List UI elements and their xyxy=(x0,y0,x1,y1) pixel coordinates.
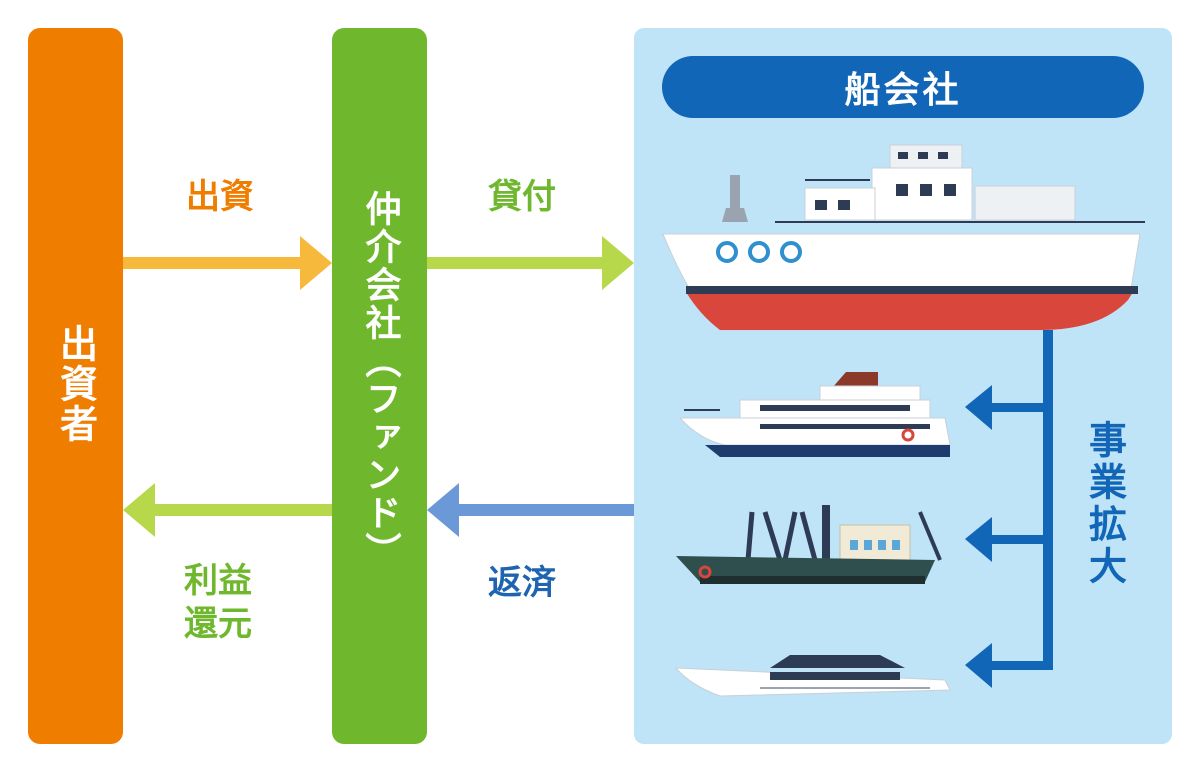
loan-label: 貸付 xyxy=(488,177,556,217)
crane-vessel-icon xyxy=(676,505,942,584)
investment-label: 出資 xyxy=(186,177,254,217)
investor-label: 出資者 xyxy=(53,324,98,444)
investor-column: 出資者 xyxy=(28,28,123,744)
shipping-company-title: 船会社 xyxy=(662,56,1144,118)
loan-arrow xyxy=(427,236,634,290)
fund-label: 仲介会社（ファンド） xyxy=(359,190,401,570)
repayment-arrow xyxy=(427,483,634,537)
repayment-label: 返済 xyxy=(488,563,556,603)
cruise-ship-icon xyxy=(678,372,951,457)
profit-return-label: 利益 還元 xyxy=(184,561,252,644)
yacht-icon xyxy=(674,655,951,697)
large-ferry-icon xyxy=(662,144,1145,331)
expansion-arrows xyxy=(965,330,1053,688)
profit-return-arrow xyxy=(123,483,332,537)
business-expansion-label: 事業拡大 xyxy=(1082,420,1127,588)
fund-column: 仲介会社（ファンド） xyxy=(332,28,427,744)
investment-arrow xyxy=(123,236,332,290)
